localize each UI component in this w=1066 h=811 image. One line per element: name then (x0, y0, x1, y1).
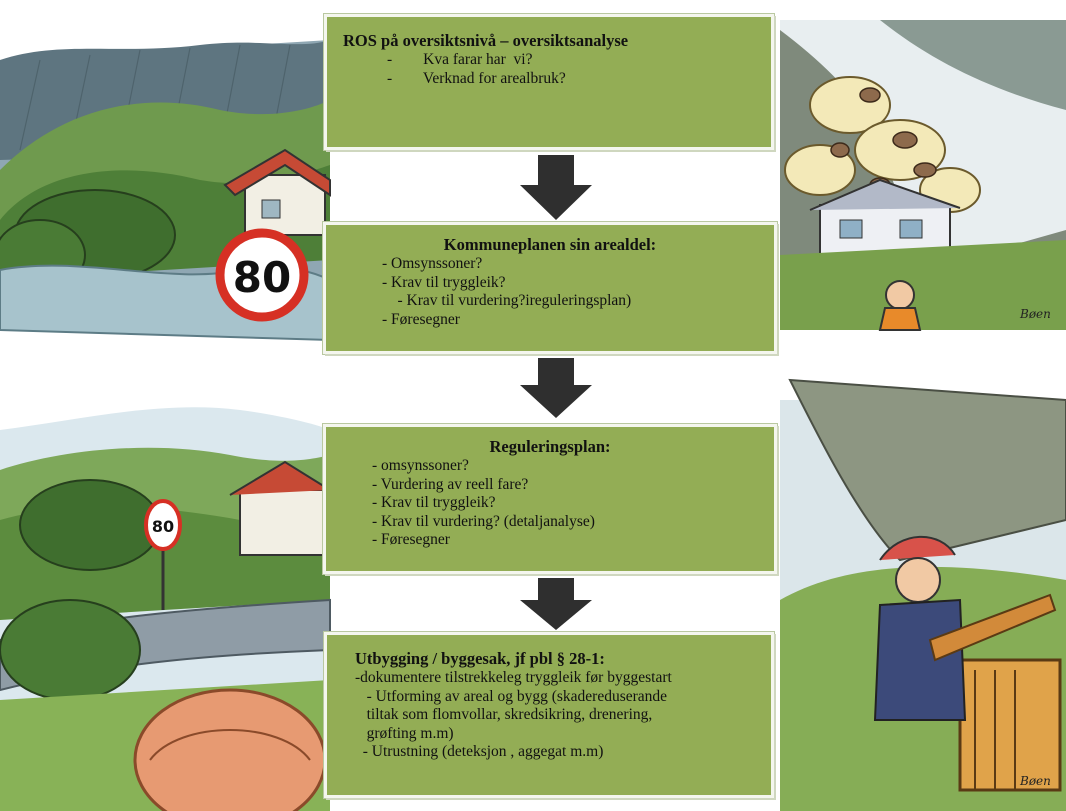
box-2-title: Kommuneplanen sin arealdel: (443, 235, 657, 254)
box-4-line: grøfting m.m) (355, 724, 454, 742)
box-3-line: - Føresegner (372, 531, 450, 549)
box-4-title: Utbygging / byggesak, jf pbl § 28-1: (355, 649, 605, 668)
down-arrow-2 (520, 358, 592, 418)
box-ros-oversiktsanalyse: ROS på oversiktsnivå – oversiktsanalyse … (324, 14, 774, 150)
box-3-line: - Krav til tryggleik? (372, 494, 496, 512)
speed-sign-number-1: 80 (233, 253, 291, 302)
box-3-title: Reguleringsplan: (489, 437, 611, 456)
artist-signature-top: Bøen (1019, 307, 1051, 321)
box-1-line: - Kva farar har vi? (387, 51, 533, 68)
box-2-line: - Krav til vurdering?ireguleringsplan) (382, 292, 632, 310)
box-4-line: -dokumentere tilstrekkeleg tryggleik før… (355, 669, 672, 686)
road-scene: 80 (0, 407, 331, 811)
down-arrow-3 (520, 578, 592, 630)
box-3-line: - Vurdering av reell fare? (372, 475, 529, 493)
box-4-line: - Utforming av areal og bygg (skaderedus… (355, 687, 668, 705)
box-1-line: - Verknad for arealbruk? (387, 69, 566, 87)
box-kommuneplanen: Kommuneplanen sin arealdel: - Omsynssone… (323, 222, 777, 354)
box-2-line: - Omsynssoner? (382, 255, 483, 272)
builder-scene: Bøen (780, 378, 1066, 811)
box-4-line: - Utrustning (deteksjon , aggegat m.m) (355, 743, 604, 761)
box-2-line: - Føresegner (382, 310, 460, 328)
box-3-line: - Krav til vurdering? (detaljanalyse) (372, 512, 595, 530)
artist-signature-bottom: Bøen (1019, 774, 1051, 788)
box-reguleringsplan: Reguleringsplan: - omsynssoner? - Vurder… (323, 424, 777, 574)
box-1-title: ROS på oversiktsnivå – oversiktsanalyse (343, 31, 629, 50)
box-3-line: - omsynssoner? (372, 457, 469, 474)
box-4-line: tiltak som flomvollar, skredsikring, dre… (355, 706, 653, 724)
down-arrow-1 (520, 155, 592, 220)
rockslide-scene: Bøen (780, 20, 1066, 331)
speed-sign-number-2: 80 (152, 517, 174, 536)
flood-scene: 80 (0, 40, 331, 342)
box-2-line: - Krav til tryggleik? (382, 273, 506, 291)
box-utbygging-byggesak: Utbygging / byggesak, jf pbl § 28-1: -do… (324, 632, 774, 798)
